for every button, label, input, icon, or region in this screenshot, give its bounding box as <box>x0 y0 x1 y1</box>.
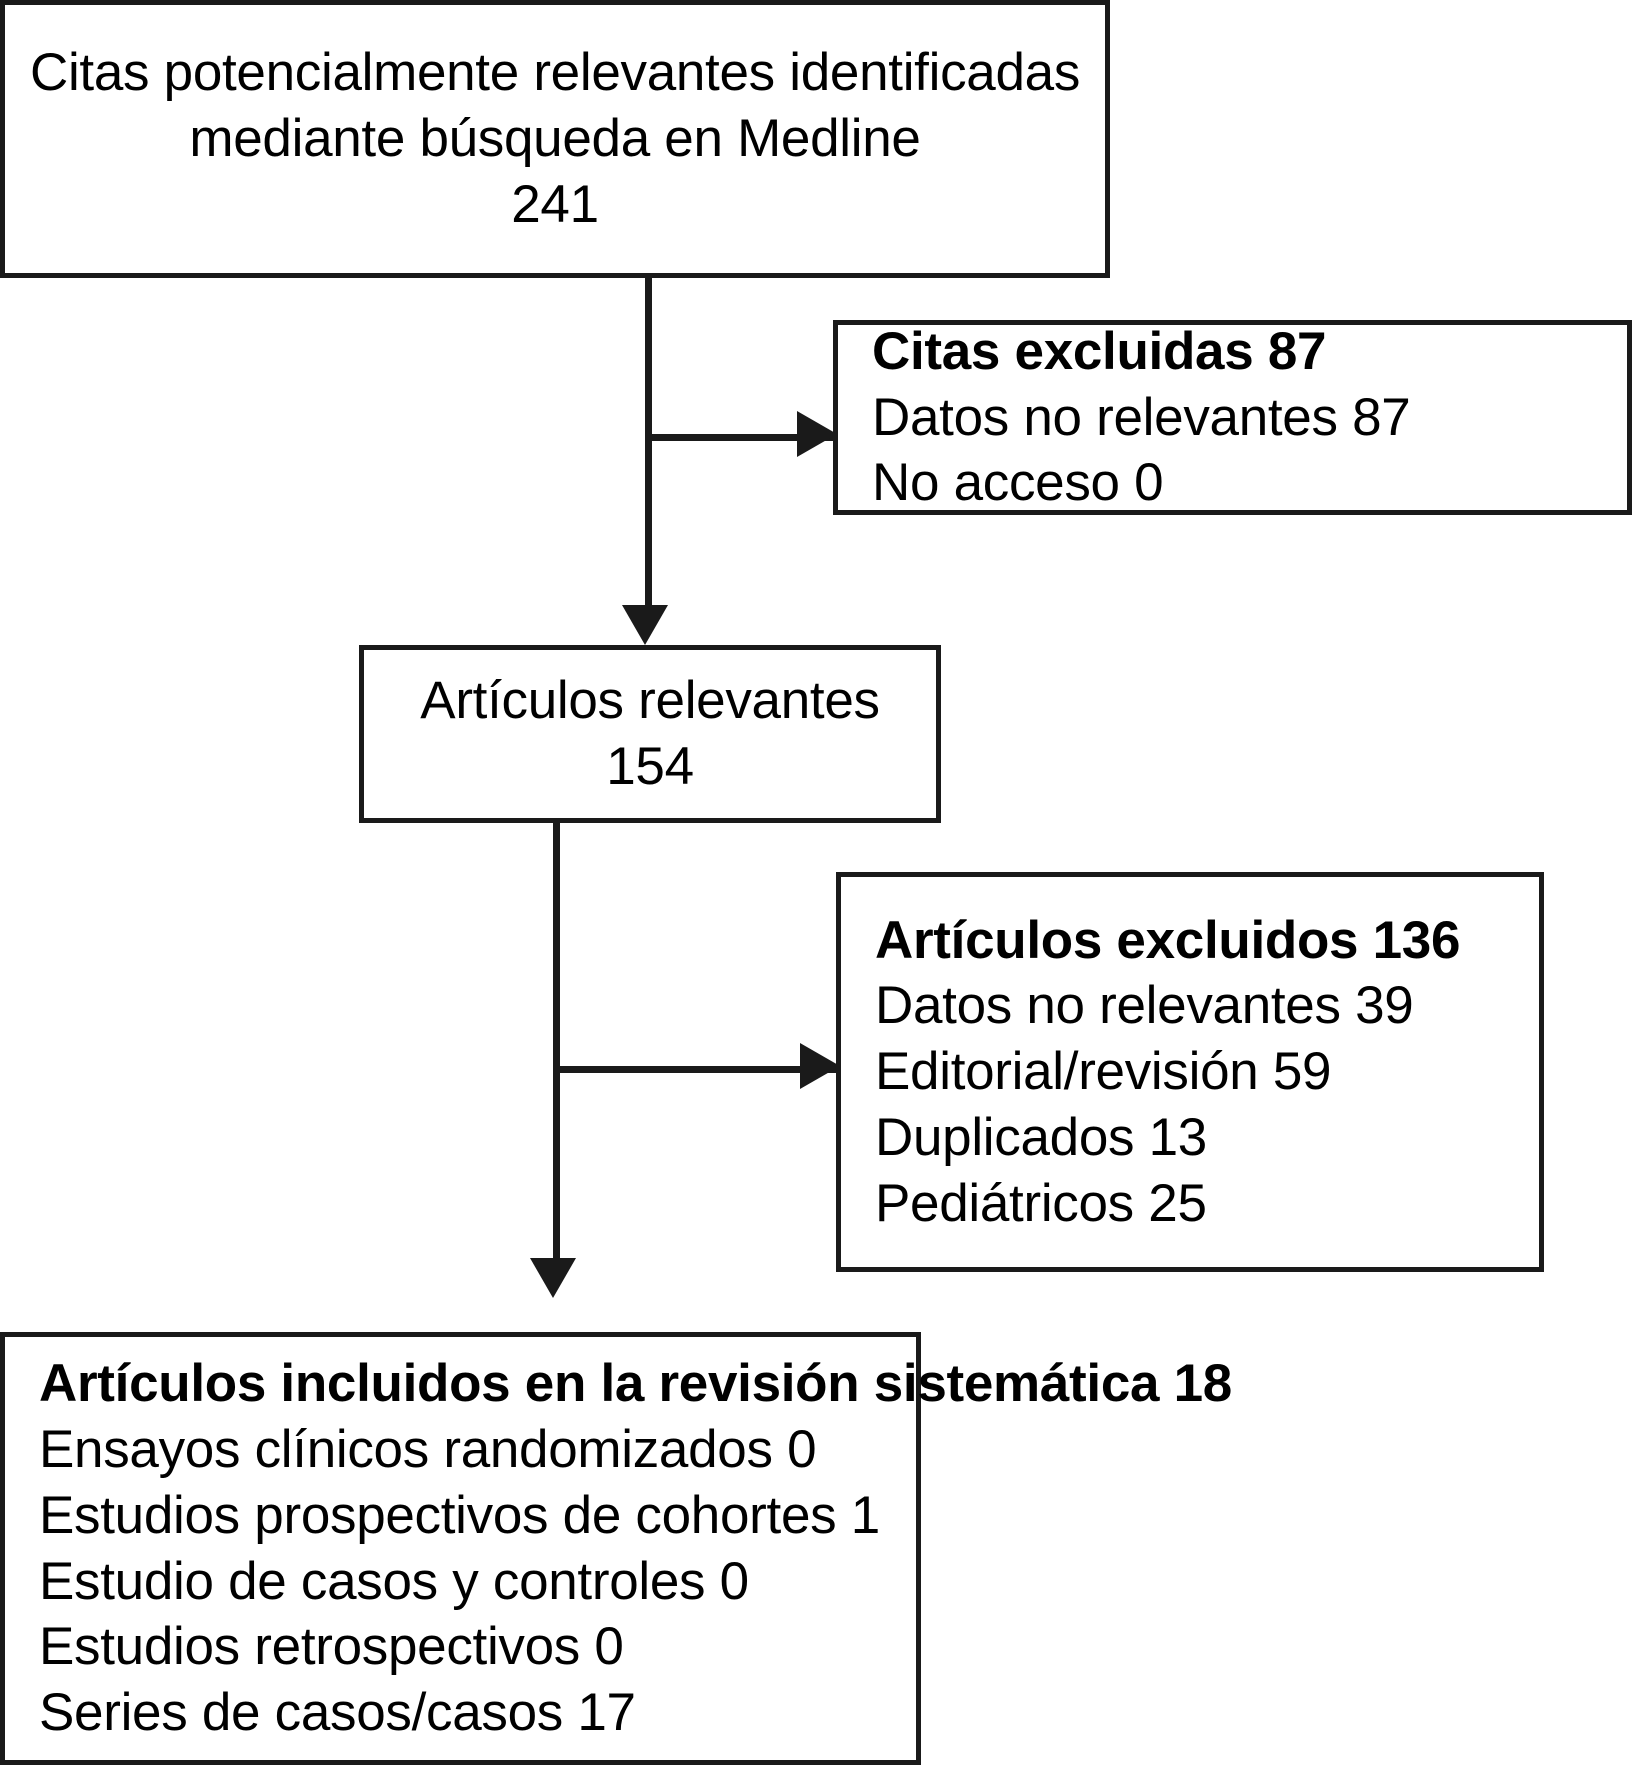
arrowhead-into-included <box>530 1258 576 1298</box>
box-included-line-5: Estudios retrospectivos 0 <box>39 1617 624 1677</box>
box-included-line-6: Series de casos/casos 17 <box>39 1682 636 1742</box>
arrowhead-into-excluded-articles <box>800 1043 840 1089</box>
connector-to-excluded-citations <box>648 434 840 441</box>
arrowhead-into-relevant <box>622 605 668 645</box>
box-excluded-articles-line-4: Duplicados 13 <box>875 1107 1207 1167</box>
box-included-line-2: Ensayos clínicos randomizados 0 <box>39 1420 817 1480</box>
box-excluded-citations-heading: Citas excluidas 87 <box>872 321 1327 381</box>
box-excluded-articles-content: Artículos excluidos 136 Datos no relevan… <box>841 877 1539 1267</box>
box-citas-potencialmente-relevantes: Citas potencialmente relevantes identifi… <box>0 0 1110 278</box>
box-articulos-relevantes: Artículos relevantes 154 <box>359 645 941 823</box>
box-citas-excluidas: Citas excluidas 87 Datos no relevantes 8… <box>833 320 1632 515</box>
box-articulos-incluidos: Artículos incluidos en la revisión siste… <box>0 1332 1232 1765</box>
box-relevant-line-1: Artículos relevantes <box>420 671 880 731</box>
box-sources-content: Citas potencialmente relevantes identifi… <box>5 5 1105 273</box>
box-excluded-citations-content: Citas excluidas 87 Datos no relevantes 8… <box>838 322 1627 512</box>
box-excluded-articles-line-2: Datos no relevantes 39 <box>875 976 1414 1036</box>
connector-to-excluded-articles <box>557 1066 843 1073</box>
box-sources-line-2: mediante búsqueda en Medline <box>189 109 921 169</box>
connector-relevant-to-included <box>553 823 560 1265</box>
box-sources-line-1: Citas potencialmente relevantes identifi… <box>29 43 1081 103</box>
box-relevant-line-2: 154 <box>606 737 694 796</box>
connector-sources-to-relevant <box>645 278 652 611</box>
arrowhead-into-excluded-citations <box>797 411 837 457</box>
box-excluded-articles-line-3: Editorial/revisión 59 <box>875 1042 1332 1102</box>
box-included-content: Artículos incluidos en la revisión siste… <box>5 1337 1232 1760</box>
box-included-line-4: Estudio de casos y controles 0 <box>39 1551 749 1611</box>
box-included-line-3: Estudios prospectivos de cohortes 1 <box>39 1485 880 1545</box>
box-relevant-content: Artículos relevantes 154 <box>364 650 936 818</box>
box-excluded-citations-line-2: Datos no relevantes 87 <box>872 387 1411 447</box>
box-sources-line-3: 241 <box>511 174 599 234</box>
box-excluded-articles-line-5: Pediátricos 25 <box>875 1173 1207 1233</box>
box-excluded-citations-line-3: No acceso 0 <box>872 453 1164 513</box>
box-included-heading: Artículos incluidos en la revisión siste… <box>39 1354 1232 1414</box>
box-articulos-excluidos: Artículos excluidos 136 Datos no relevan… <box>836 872 1544 1272</box>
box-excluded-articles-heading: Artículos excluidos 136 <box>875 910 1461 970</box>
